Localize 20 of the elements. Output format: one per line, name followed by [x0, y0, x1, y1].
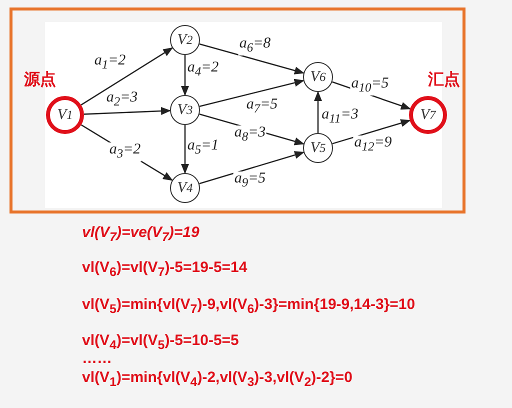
equation-line: vl(V$_{4}$)=vl(V$_{5}$)-5=10-5=5 — [82, 333, 239, 353]
edge-label: a$_{6}$=8 — [238, 36, 272, 56]
arrow — [181, 125, 189, 174]
arrow — [80, 47, 174, 106]
edge-label: a$_{3}$=2 — [108, 142, 142, 162]
vertex-caption: 源点 — [24, 70, 56, 90]
arrow — [84, 107, 171, 115]
ellipsis: …… — [82, 351, 112, 367]
equation-line: vl(V$_{1}$)=min{vl(V$_{4}$)-2,vl(V$_{3}$)-3,vl(V$_{2}$)-2}=0 — [82, 370, 352, 390]
vertex-caption: 汇点 — [428, 70, 460, 90]
arrow — [332, 119, 411, 144]
equation-line: vl(V$_{6}$)=vl(V$_{7}$)-5=19-5=14 — [82, 260, 248, 280]
edge-label: a$_{10}$=5 — [350, 76, 390, 96]
arrow — [199, 151, 305, 184]
arrow — [314, 91, 322, 133]
equation-line: vl(V$_{5}$)=min{vl(V$_{7}$)-9,vl(V$_{6}$)-3}=min{19-9,14-3}=10 — [82, 297, 416, 317]
arrow — [181, 55, 189, 96]
arrow — [199, 43, 304, 74]
arrow — [199, 78, 304, 108]
equation-line: vl(V$_{7}$)=ve(V$_{7}$)=19 — [82, 225, 200, 245]
